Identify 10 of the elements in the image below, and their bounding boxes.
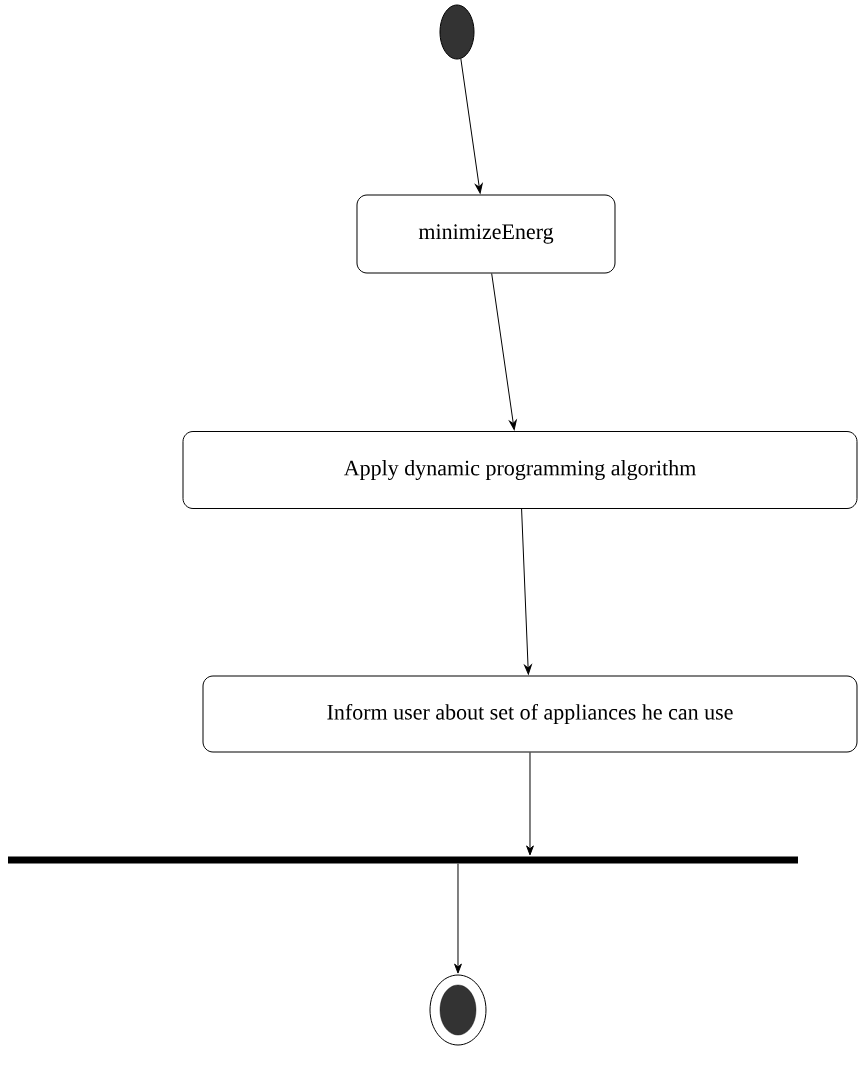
arrow [521, 508, 532, 675]
start-node [439, 4, 475, 60]
arrow [460, 58, 483, 194]
end-node [429, 974, 487, 1046]
arrow [491, 273, 517, 431]
action-box: minimizeEnerg [356, 194, 616, 274]
arrow [526, 752, 534, 856]
action-box: Apply dynamic programming algorithm [182, 431, 858, 509]
action-box: Inform user about set of appliances he can use [202, 675, 858, 753]
arrow [454, 863, 462, 974]
